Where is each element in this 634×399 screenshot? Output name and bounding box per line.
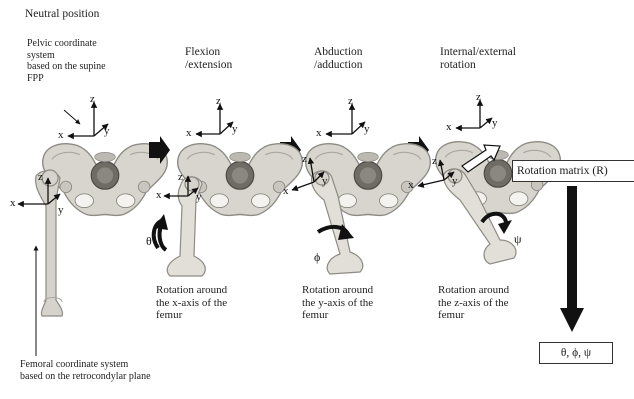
euler-angles-box: θ, ϕ, ψ: [539, 342, 613, 364]
pelvic-axes-flexion: [196, 104, 233, 134]
axis-z-femoral-1: z: [38, 172, 43, 183]
axis-x-pelvic-2: x: [186, 128, 192, 139]
caption-y-axis: Rotation around the y-axis of the femur: [302, 284, 373, 322]
axis-y-femoral-1: y: [58, 205, 64, 216]
axis-x-femoral-3: x: [283, 186, 289, 197]
axis-y-pelvic-2: y: [232, 124, 238, 135]
heading-flexion: Flexion /extension: [185, 46, 232, 71]
theta-symbol: θ: [146, 236, 152, 247]
axis-z-pelvic-1: z: [90, 94, 95, 105]
rotation-matrix-box: Rotation matrix (R): [512, 160, 634, 182]
axis-y-femoral-4: y: [452, 176, 458, 187]
output-arrow-shaft: [567, 186, 577, 310]
axis-z-pelvic-3: z: [348, 96, 353, 107]
output-arrow-head: [560, 308, 584, 332]
femoral-system-label: Femoral coordinate system based on the r…: [20, 359, 151, 382]
heading-rotation: Internal/external rotation: [440, 46, 516, 71]
axis-z-pelvic-4: z: [476, 92, 481, 103]
axis-x-pelvic-1: x: [58, 130, 64, 141]
heading-abduction: Abduction /adduction: [314, 46, 363, 71]
axis-x-femoral-4: x: [408, 180, 414, 191]
axis-z-femoral-2: z: [178, 172, 183, 183]
axis-x-femoral-1: x: [10, 198, 16, 209]
pelvic-axes-rotation: [456, 100, 492, 128]
axis-x-pelvic-4: x: [446, 122, 452, 133]
heading-neutral: Neutral position: [25, 8, 99, 21]
caption-x-axis: Rotation around the x-axis of the femur: [156, 284, 227, 322]
caption-z-axis: Rotation around the z-axis of the femur: [438, 284, 509, 322]
psi-symbol: ψ: [514, 234, 522, 245]
axis-z-femoral-4: z: [432, 156, 437, 167]
femur-neutral: [36, 170, 63, 316]
psi-arrowhead: [498, 220, 512, 234]
axis-y-femoral-2: y: [196, 192, 202, 203]
axis-z-pelvic-2: z: [216, 96, 221, 107]
axis-x-femoral-2: x: [156, 190, 162, 201]
pelvic-pointer-arrow: [64, 110, 80, 124]
theta-arrowhead: [154, 214, 168, 230]
axis-y-femoral-3: y: [322, 176, 328, 187]
axis-y-pelvic-1: y: [104, 126, 110, 137]
axis-y-pelvic-4: y: [492, 118, 498, 129]
pelvic-system-label: Pelvic coordinate system based on the su…: [27, 38, 106, 84]
axis-z-femoral-3: z: [302, 154, 307, 165]
pelvic-axes-abduction: [326, 104, 365, 134]
phi-symbol: ϕ: [314, 252, 320, 263]
axis-x-pelvic-3: x: [316, 128, 322, 139]
axis-y-pelvic-3: y: [364, 124, 370, 135]
